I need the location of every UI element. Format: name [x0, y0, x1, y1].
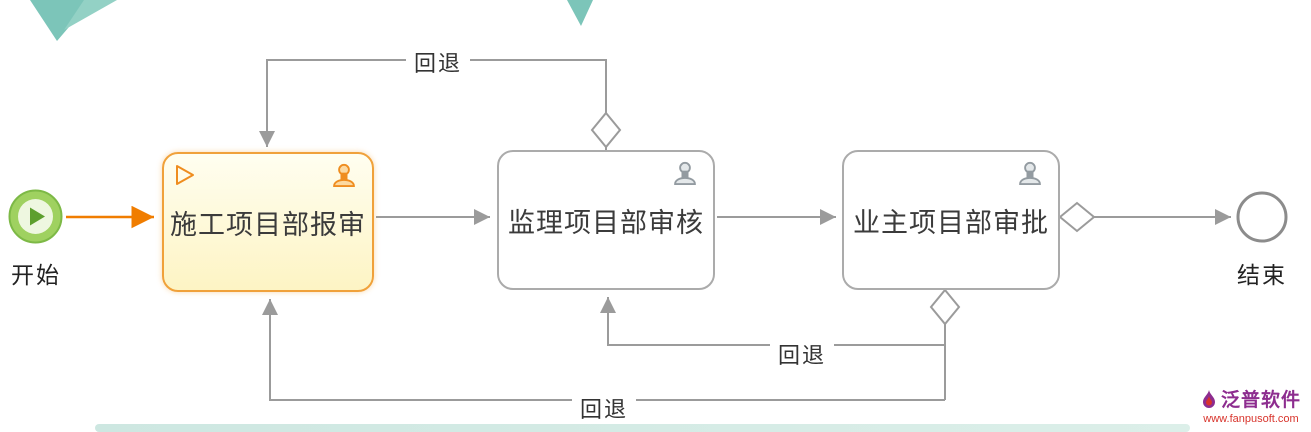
- task-node-jianli-shenhe[interactable]: 监理项目部审核: [497, 150, 715, 290]
- watermark[interactable]: 泛普软件 www.fanpusoft.com: [1201, 385, 1301, 425]
- play-circle-icon: [8, 189, 63, 244]
- task-node-yezhu-shenpi[interactable]: 业主项目部审批: [842, 150, 1060, 290]
- edge-label-rollback-middle: 回退: [770, 338, 835, 370]
- person-icon: [1019, 161, 1041, 186]
- task-label: 监理项目部审核: [508, 207, 704, 238]
- edge-label-rollback-top: 回退: [406, 46, 471, 78]
- end-circle-icon: [1236, 191, 1288, 243]
- gateway-diamond-bottom[interactable]: [929, 288, 961, 326]
- deco-triangle-left: [30, 0, 92, 41]
- person-icon: [333, 163, 355, 188]
- end-event[interactable]: [1235, 190, 1289, 249]
- play-outline-icon: [176, 165, 194, 185]
- watermark-brand: 泛普软件: [1220, 390, 1301, 411]
- watermark-url: www.fanpusoft.com: [1203, 413, 1299, 425]
- start-event[interactable]: [7, 188, 64, 250]
- end-label: 结束: [1237, 262, 1287, 288]
- person-icon: [674, 161, 696, 186]
- deco-triangle-top: [567, 0, 593, 26]
- brand-logo-icon: [1202, 389, 1215, 408]
- start-label: 开始: [11, 262, 61, 288]
- task-node-shigong-baoshen[interactable]: 施工项目部报审: [162, 152, 374, 292]
- task-label: 业主项目部审批: [853, 207, 1049, 238]
- edge-rollback-bottom: [262, 299, 945, 401]
- task-label: 施工项目部报审: [170, 209, 366, 240]
- deco-triangle-left-2: [64, 0, 117, 30]
- gateway-diamond-top[interactable]: [590, 111, 622, 149]
- deco-bottom-band: [95, 424, 1190, 432]
- edge-label-rollback-bottom: 回退: [572, 392, 637, 424]
- gateway-diamond-right[interactable]: [1058, 201, 1096, 233]
